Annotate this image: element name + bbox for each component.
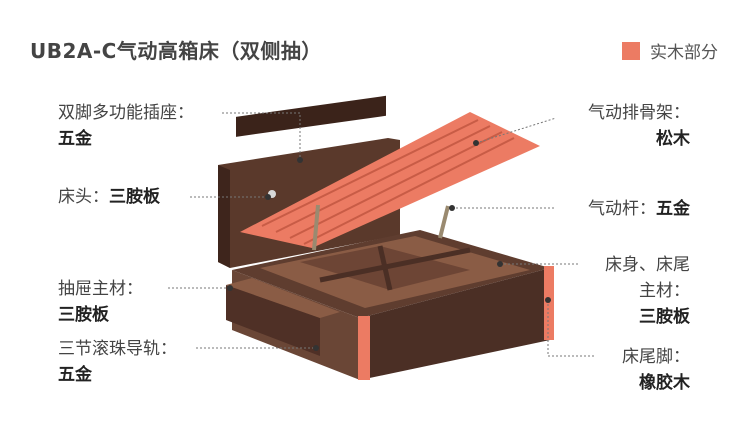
annotation-label-line2: 主材： <box>639 281 690 301</box>
annotation-label: 气动排骨架： <box>588 103 690 123</box>
headboard-shelf <box>236 95 386 137</box>
product-title: UB2A-C气动高箱床（双侧抽） <box>30 39 322 63</box>
drawer-box <box>226 285 320 356</box>
annotation-label-line1: 床身、床尾 <box>605 255 690 275</box>
annotation-value: 五金 <box>656 199 690 219</box>
gas-strut-right <box>438 205 450 239</box>
annotation-headboard: 床头：三胺板 <box>58 184 160 210</box>
annotation-label: 床尾脚： <box>622 347 690 367</box>
annotation-value: 橡胶木 <box>639 373 690 393</box>
solid-wood-swatch <box>622 41 640 60</box>
annotation-drawer: 抽屉主材： 三胺板 <box>58 276 143 328</box>
annotation-rail: 三节滚珠导轨： 五金 <box>58 336 177 388</box>
annotation-foot: 床尾脚： 橡胶木 <box>622 344 690 396</box>
annotation-strut: 气动杆：五金 <box>588 196 690 222</box>
annotation-label: 双脚多功能插座： <box>58 103 194 123</box>
legend-label: 实木部分 <box>650 43 718 63</box>
annotation-body: 床身、床尾 主材： 三胺板 <box>605 252 690 330</box>
annotation-value: 三胺板 <box>58 305 109 325</box>
annotation-label: 气动杆： <box>588 199 656 219</box>
annotation-label: 抽屉主材： <box>58 279 143 299</box>
annotation-label: 三节滚珠导轨： <box>58 339 177 359</box>
slat-frame <box>240 112 540 248</box>
tail-foot-left <box>358 316 370 380</box>
annotation-value: 三胺板 <box>109 187 160 207</box>
annotation-frame: 气动排骨架： 松木 <box>588 100 690 152</box>
annotation-label: 床头： <box>58 187 109 207</box>
tail-foot-right <box>544 266 554 340</box>
gas-strut-left <box>312 204 320 251</box>
annotation-value: 五金 <box>58 129 92 149</box>
annotation-value: 五金 <box>58 365 92 385</box>
annotation-outlet: 双脚多功能插座： 五金 <box>58 100 194 152</box>
bed-foot-side <box>360 268 550 380</box>
annotation-value: 松木 <box>656 129 690 149</box>
legend: 实木部分 <box>622 38 718 63</box>
annotation-value: 三胺板 <box>639 307 690 327</box>
